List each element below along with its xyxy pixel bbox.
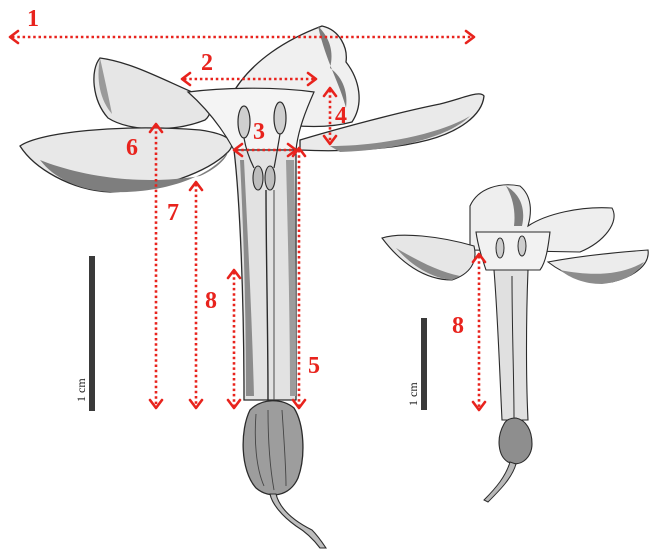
large-flower-pedicel — [270, 494, 326, 548]
measurement-5: 5 — [293, 148, 320, 408]
large-flower-scale-label: 1 cm — [74, 378, 88, 402]
large-flower-scale-bar: 1 cm — [74, 256, 95, 411]
measurement-7: 7 — [167, 182, 202, 408]
small-flower-scale-label: 1 cm — [406, 382, 420, 406]
small-flower-ovary — [499, 418, 532, 464]
small-flower-pedicel — [484, 462, 516, 502]
small-flower-corolla-tube — [494, 270, 528, 420]
measurement-1-label: 1 — [27, 6, 39, 32]
measurement-7-label: 7 — [167, 200, 179, 226]
measurement-3-label: 3 — [253, 119, 265, 145]
measurement-4-label: 4 — [335, 103, 347, 129]
measurement-2-label: 2 — [201, 50, 213, 76]
measurement-6-label: 6 — [126, 135, 138, 161]
measurement-5-label: 5 — [308, 353, 320, 379]
large-flower-ovary — [243, 401, 303, 495]
measurement-1: 1 — [10, 6, 474, 43]
measurement-8-small-label: 8 — [452, 313, 464, 339]
measurement-8-large: 8 — [205, 270, 240, 408]
measurement-8-large-label: 8 — [205, 288, 217, 314]
small-flower-throat — [476, 232, 550, 270]
small-flower-scale-bar: 1 cm — [406, 318, 427, 410]
